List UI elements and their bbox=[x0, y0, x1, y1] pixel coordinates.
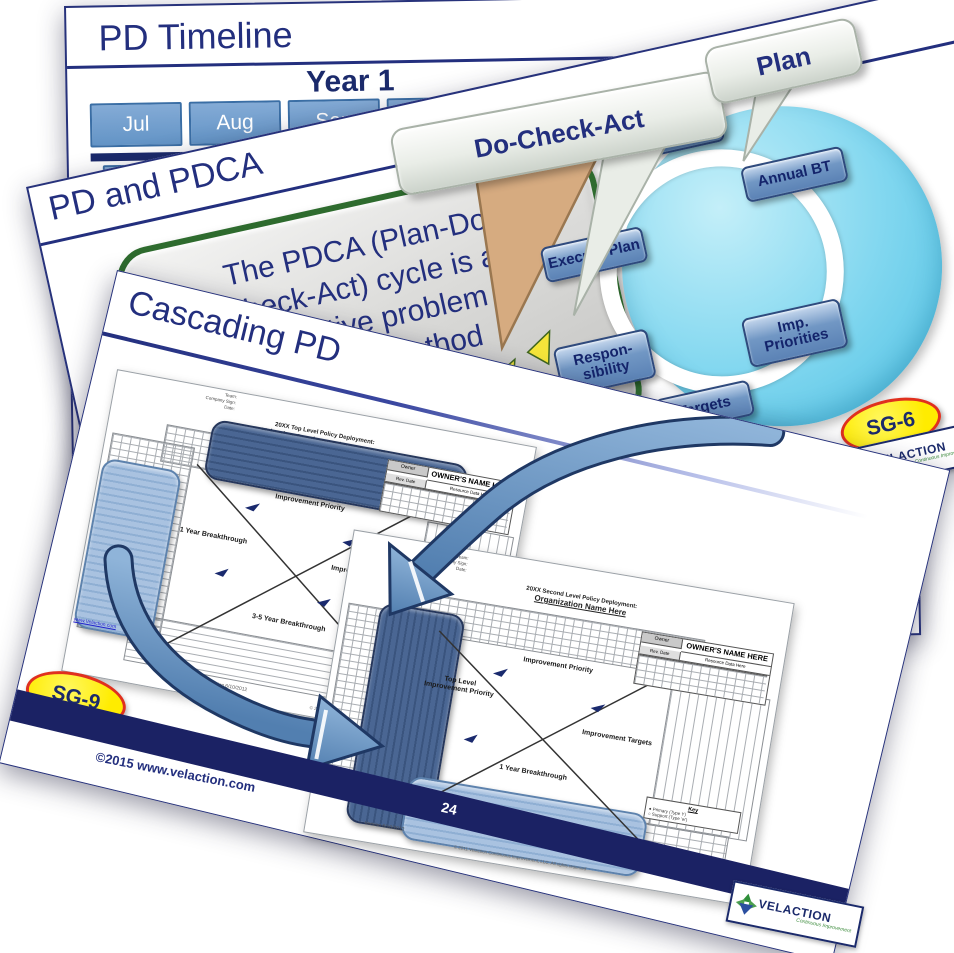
x-matrix-lines bbox=[409, 630, 677, 849]
right-matrix-sheet: Team: Company Sign: Date: 20XX Second Le… bbox=[303, 529, 795, 906]
velaction-logo: VELACTION Continuous Improvement bbox=[725, 880, 865, 948]
cascade-arrows bbox=[103, 415, 786, 772]
cascade-arrow-down-icon bbox=[387, 415, 786, 617]
month-box-jul: Jul bbox=[89, 101, 183, 148]
pin-icons bbox=[463, 668, 606, 743]
year-1-label: Year 1 bbox=[305, 64, 395, 99]
velaction-compass-icon bbox=[735, 893, 757, 915]
slide-cascading-pd: Cascading PD Team: Company Sign: Date: 2… bbox=[0, 270, 951, 953]
page-number: 24 bbox=[439, 798, 459, 819]
title-pd-timeline: PD Timeline bbox=[98, 14, 293, 59]
cascade-arrow-right-icon bbox=[103, 544, 386, 772]
